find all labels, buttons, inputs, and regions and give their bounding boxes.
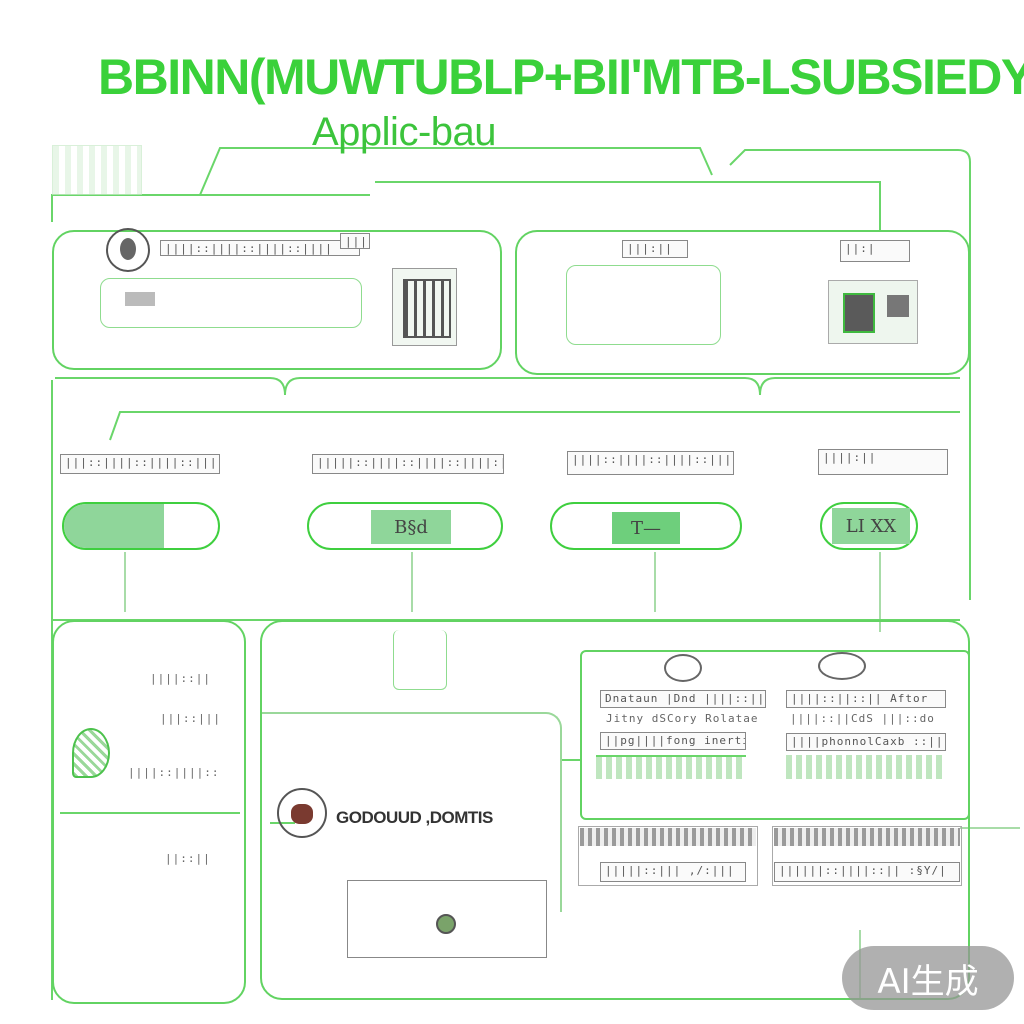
center-top-tab bbox=[393, 630, 447, 690]
bottom-field-2: ||||||::||||::|| :§Y/| bbox=[774, 862, 960, 882]
list-col1-grid bbox=[596, 755, 746, 779]
top-right-input-field bbox=[566, 265, 721, 345]
node-pill-4: LI XX bbox=[820, 502, 918, 550]
diagram-subtitle: Applic-bau bbox=[312, 110, 497, 154]
bottom-field-group-2 bbox=[772, 826, 962, 886]
top-right-label-bar: |||:|| bbox=[622, 240, 688, 258]
node-pill-1 bbox=[62, 502, 220, 550]
bottom-field-1: |||||::||| ,/:||| bbox=[600, 862, 746, 882]
top-right-tag: ||:| bbox=[840, 240, 910, 262]
bottom-left-panel bbox=[52, 620, 246, 1004]
list-col1-item-3: ||pg||||fong inerti bbox=[600, 732, 746, 750]
node-chip-4: LI XX bbox=[832, 508, 910, 544]
list-header-icon-2 bbox=[818, 652, 866, 680]
bottom-badge-icon bbox=[436, 914, 456, 934]
node-pill-2: B§d bbox=[307, 502, 503, 550]
top-right-panel bbox=[515, 230, 970, 375]
logo-text: GODOUUD ,DOMTIS bbox=[336, 808, 493, 827]
list-col2-grid bbox=[786, 755, 946, 779]
node-label-1: |||::||||::||||::||||:|| bbox=[60, 454, 220, 474]
right-list-panel bbox=[580, 650, 970, 820]
list-col2-item-3: ||||phonnolCaxb ::|| bbox=[786, 733, 946, 751]
top-left-tag: |||| bbox=[340, 233, 370, 249]
top-left-label-bar: ||||::||||::||||::|||| bbox=[160, 240, 360, 256]
ai-generated-watermark: AI生成 bbox=[842, 946, 1014, 1010]
top-left-input-field bbox=[100, 278, 362, 328]
logo-badge-icon bbox=[277, 788, 327, 838]
left-panel-text-2: |||::||| bbox=[160, 712, 221, 725]
top-left-panel bbox=[52, 230, 502, 370]
node-chip-2: B§d bbox=[371, 510, 451, 544]
bottom-field-2-header bbox=[774, 828, 960, 846]
grid-thumbnail-icon bbox=[392, 268, 457, 346]
node-label-4: ||||:|| bbox=[818, 449, 948, 475]
list-header-icon-1 bbox=[664, 654, 702, 682]
center-inner-panel bbox=[262, 712, 562, 912]
node-label-2: |||||::||||::||||::||||:| bbox=[312, 454, 504, 474]
bottom-field-1-header bbox=[580, 828, 756, 846]
list-col2-item-2: ||||::||CdS |||::do bbox=[790, 712, 935, 725]
left-panel-divider bbox=[60, 812, 240, 814]
bottom-center-card bbox=[347, 880, 547, 958]
globe-icon bbox=[106, 228, 150, 272]
leaf-icon bbox=[72, 728, 110, 778]
photo-thumbnail-icon bbox=[828, 280, 918, 344]
sketch-grid-decoration bbox=[52, 145, 142, 195]
small-grey-tag bbox=[125, 292, 155, 306]
left-panel-text-3: ||||::||||:: bbox=[128, 766, 220, 779]
left-panel-text-4: ||::|| bbox=[165, 852, 211, 865]
bottom-field-group-1 bbox=[578, 826, 758, 886]
diagram-title: BBINN(MUWTUBLP+BII'MTB-LSUBSIEDYY bbox=[98, 49, 1024, 105]
list-col1-item-2: Jitny dSCory Rolatae bbox=[606, 712, 759, 725]
left-panel-text-1: ||||::|| bbox=[150, 672, 211, 685]
node-label-3: ||||::||||::||||::||| bbox=[567, 451, 734, 475]
node-chip-1 bbox=[64, 504, 164, 548]
list-col2-item-1: ||||::||::|| Aftor bbox=[786, 690, 946, 708]
node-chip-3: T— bbox=[612, 512, 680, 544]
list-col1-item-1: Dnataun |Dnd ||||::|| bbox=[600, 690, 766, 708]
node-pill-3: T— bbox=[550, 502, 742, 550]
